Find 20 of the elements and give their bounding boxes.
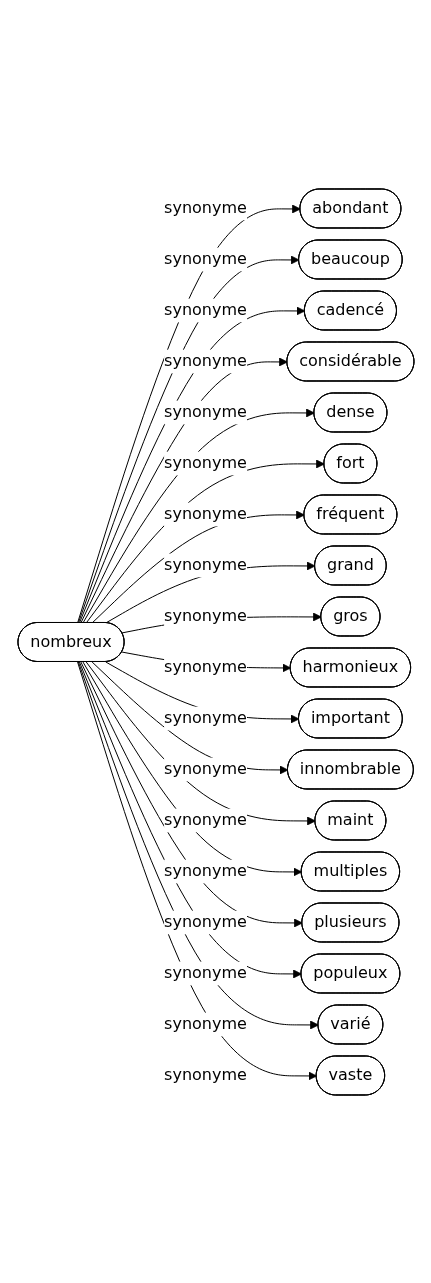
edge-label: synonyme xyxy=(163,503,247,523)
edge-label: synonyme xyxy=(163,300,247,319)
arrow xyxy=(79,357,288,623)
edge-label: synonyme xyxy=(163,351,247,370)
edge-label: synonyme xyxy=(163,962,247,982)
edge-label: synonyme xyxy=(163,656,247,676)
edge-label: synonyme xyxy=(163,605,247,625)
edge-label: synonyme xyxy=(163,707,247,727)
edge-label: synonyme xyxy=(163,758,247,778)
edge-label: synonyme xyxy=(163,1064,247,1084)
arrow xyxy=(91,661,288,774)
edge-label: synonyme xyxy=(163,860,247,880)
edge-label: synonyme xyxy=(163,809,247,829)
edge-label: synonyme xyxy=(163,249,247,268)
edge-label: synonyme xyxy=(163,911,247,931)
edge-label: synonyme xyxy=(163,1013,247,1033)
edge-label: synonyme xyxy=(163,402,247,421)
edge-label: synonyme xyxy=(163,198,247,217)
edge-label: synonyme xyxy=(163,453,247,472)
edge-label: synonyme xyxy=(163,554,247,574)
